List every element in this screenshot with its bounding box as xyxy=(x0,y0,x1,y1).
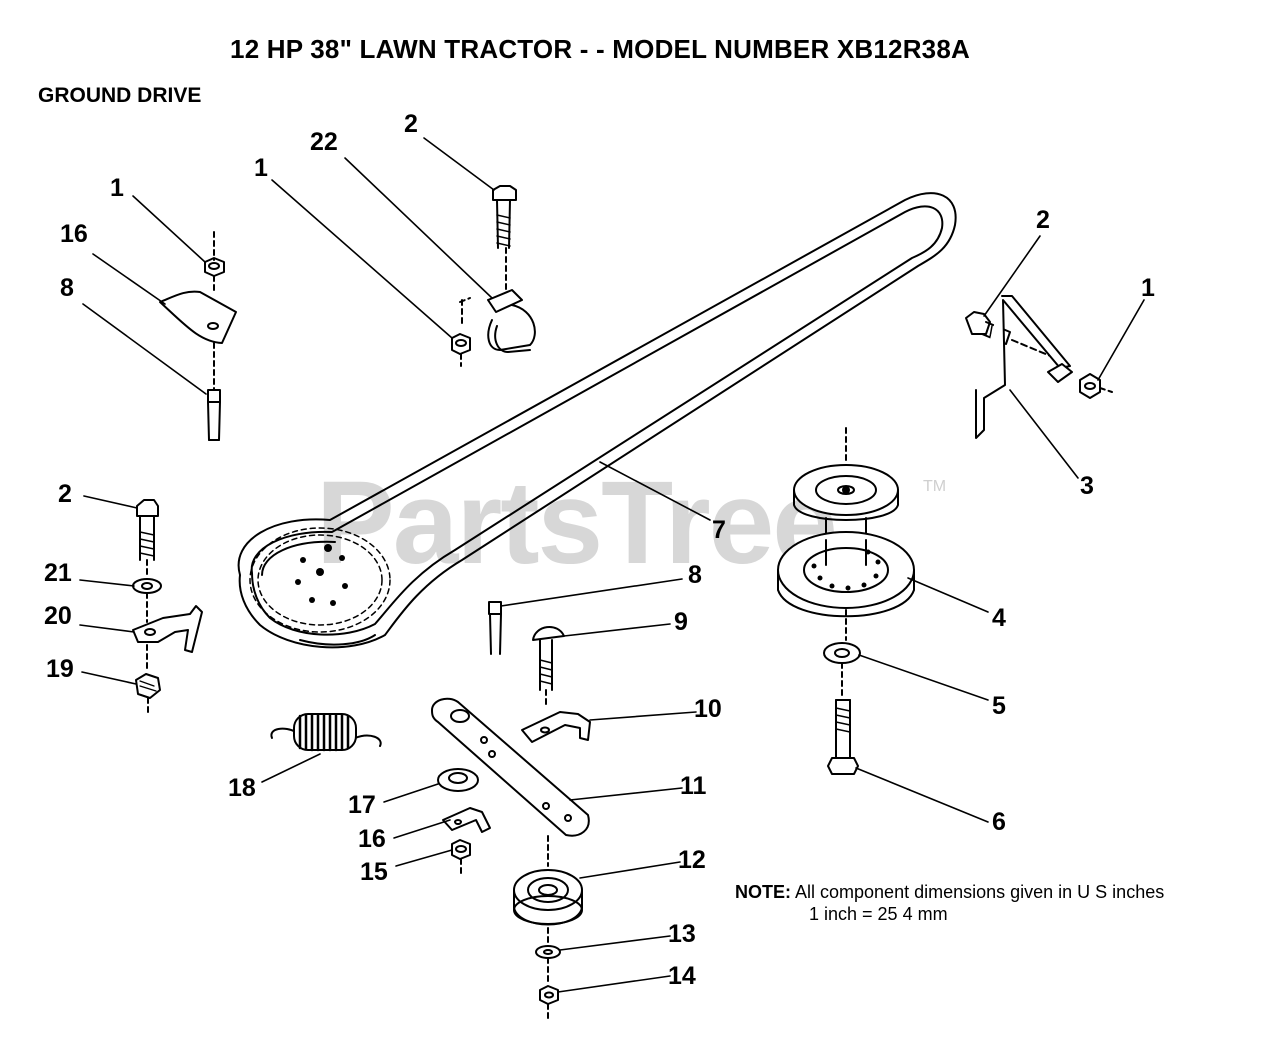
washer-13 xyxy=(535,945,561,959)
callout-21[interactable]: 21 xyxy=(44,559,72,587)
washer-21 xyxy=(132,578,162,594)
callout-2-left[interactable]: 2 xyxy=(58,480,72,508)
nut-1-guide xyxy=(451,333,471,355)
callout-2-top[interactable]: 2 xyxy=(404,110,418,138)
callout-7[interactable]: 7 xyxy=(712,516,726,544)
note-line1: All component dimensions given in U S in… xyxy=(795,882,1165,902)
callout-1-top-left[interactable]: 1 xyxy=(110,174,124,202)
nut-15 xyxy=(451,839,471,860)
nut-top-left xyxy=(204,257,225,277)
callout-17[interactable]: 17 xyxy=(348,791,376,819)
callout-22[interactable]: 22 xyxy=(310,128,338,156)
callout-12[interactable]: 12 xyxy=(678,846,706,874)
callout-8-middle[interactable]: 8 xyxy=(688,561,702,589)
bolt-2-left xyxy=(136,499,159,561)
callout-1-right[interactable]: 1 xyxy=(1141,274,1155,302)
engine-pulley-outline xyxy=(249,527,391,633)
nut-19 xyxy=(135,673,161,699)
callout-10[interactable]: 10 xyxy=(694,695,722,723)
callout-9[interactable]: 9 xyxy=(674,608,688,636)
arm-3 xyxy=(975,295,1073,439)
bolt-8-top-left xyxy=(207,389,221,441)
callout-5[interactable]: 5 xyxy=(992,692,1006,720)
callout-20[interactable]: 20 xyxy=(44,602,72,630)
note-label: NOTE: xyxy=(735,882,791,902)
idler-pulley-12 xyxy=(513,869,583,926)
callout-18[interactable]: 18 xyxy=(228,774,256,802)
callout-6[interactable]: 6 xyxy=(992,808,1006,836)
callout-11[interactable]: 11 xyxy=(680,772,707,800)
carriage-bolt-9 xyxy=(532,626,565,691)
shield-16-top xyxy=(159,290,237,344)
leader-lines xyxy=(79,137,1145,993)
dimension-note: NOTE: All component dimensions given in … xyxy=(735,881,1164,925)
washer-5 xyxy=(823,642,861,664)
idler-arm-11 xyxy=(431,697,590,837)
callout-16-bottom[interactable]: 16 xyxy=(358,825,386,853)
engine-pulley-holes xyxy=(295,544,348,606)
callout-13[interactable]: 13 xyxy=(668,920,696,948)
bolt-6 xyxy=(827,699,859,775)
spring-18 xyxy=(270,713,382,752)
bracket-10 xyxy=(521,711,591,743)
bolt-2-top xyxy=(492,185,517,249)
callout-16-top-left[interactable]: 16 xyxy=(60,220,88,248)
callout-15[interactable]: 15 xyxy=(360,858,388,886)
nut-14 xyxy=(539,985,559,1005)
callout-2-right[interactable]: 2 xyxy=(1036,206,1050,234)
clip-16-bottom xyxy=(442,807,491,833)
drive-belt xyxy=(237,192,957,649)
belt-guide-22 xyxy=(459,289,536,353)
callout-19[interactable]: 19 xyxy=(46,655,74,683)
washer-17 xyxy=(437,768,479,792)
bolt-8-middle xyxy=(488,601,502,655)
watermark-tm: TM xyxy=(923,478,947,495)
callout-3[interactable]: 3 xyxy=(1080,472,1094,500)
diagram-subtitle: GROUND DRIVE xyxy=(38,84,202,107)
callout-1-guide[interactable]: 1 xyxy=(254,154,268,182)
nut-1-right xyxy=(1079,373,1101,399)
bracket-20 xyxy=(132,605,203,653)
callout-14[interactable]: 14 xyxy=(668,962,696,990)
double-pulley-holes xyxy=(811,486,881,591)
diagram-title: 12 HP 38" LAWN TRACTOR - - MODEL NUMBER … xyxy=(230,34,970,64)
note-line2: 1 inch = 25 4 mm xyxy=(809,904,948,924)
callout-4[interactable]: 4 xyxy=(992,604,1006,632)
callout-8-top-left[interactable]: 8 xyxy=(60,274,74,302)
